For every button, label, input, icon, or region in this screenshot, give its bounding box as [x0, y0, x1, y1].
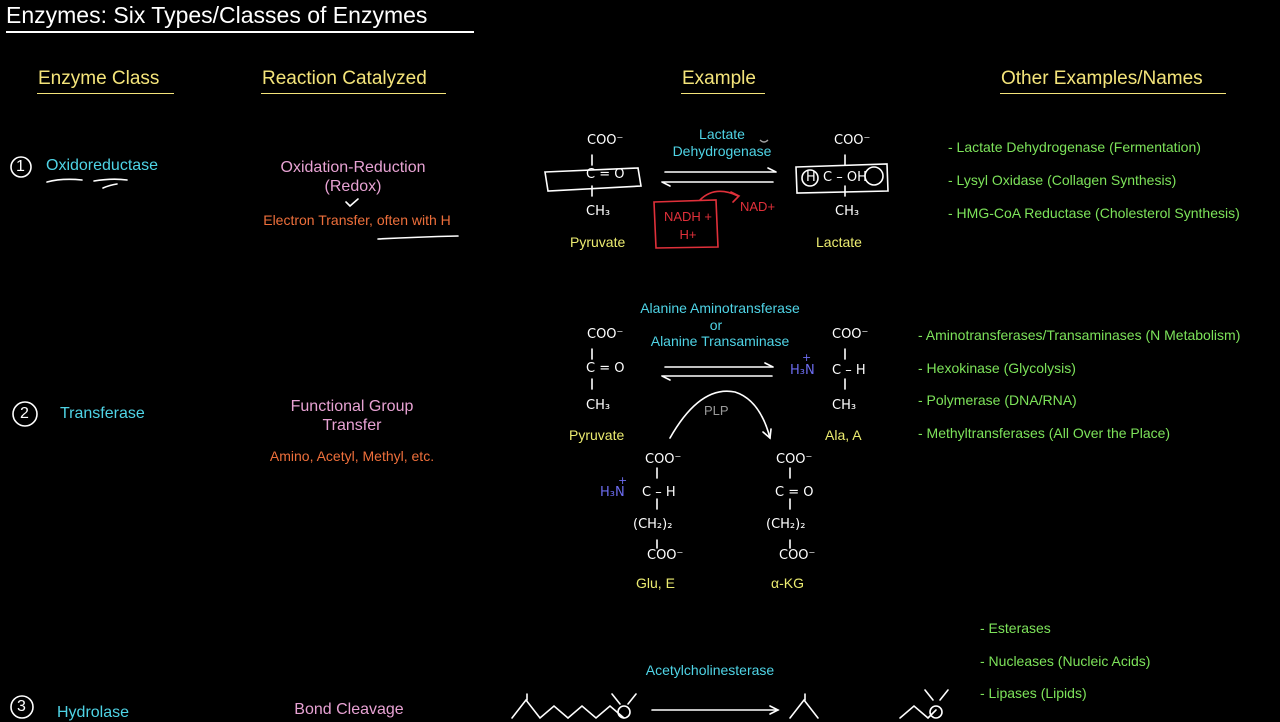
reaction-detail: Electron Transfer, often with H	[263, 212, 451, 228]
header-enzyme-class: Enzyme Class	[38, 68, 160, 89]
other-example: - Aminotransferases/Transaminases (N Met…	[918, 327, 1241, 343]
other-example: - Lysyl Oxidase (Collagen Synthesis)	[948, 172, 1177, 188]
enzyme-class-transferase: Transferase	[60, 405, 145, 422]
carbonyl-group: C = O	[586, 167, 625, 182]
other-example: - Lactate Dehydrogenase (Fermentation)	[948, 139, 1201, 155]
enzyme-name: Acetylcholinesterase	[645, 662, 775, 678]
molecule-label-pyruvate: Pyruvate	[570, 234, 626, 250]
carboxylate-group: COO⁻	[587, 327, 624, 342]
carboxylate-group: COO⁻	[587, 133, 624, 148]
cofactor-nad: NAD+	[740, 199, 776, 214]
other-example: - Polymerase (DNA/RNA)	[918, 392, 1077, 408]
carboxylate-group: COO⁻	[834, 133, 871, 148]
molecule-label-alanine: Ala, A	[825, 427, 862, 443]
enzyme-class-oxidoreductase: Oxidoreductase	[46, 157, 159, 174]
enzyme-name: or	[709, 317, 723, 333]
alpha-carbon-h: C – H	[642, 485, 676, 500]
reaction-line2: Transfer	[322, 417, 382, 434]
header-underline	[37, 93, 174, 94]
enzyme-name: Dehydrogenase	[672, 143, 772, 159]
other-example: - Methyltransferases (All Over the Place…	[918, 425, 1171, 441]
methyl-group: CH₃	[835, 204, 860, 219]
page-title: Enzymes: Six Types/Classes of Enzymes	[6, 2, 428, 28]
methyl-group: CH₃	[832, 398, 857, 413]
reaction-line1: Bond Cleavage	[294, 701, 404, 718]
carboxylate-group: COO⁻	[647, 548, 684, 563]
cofactor-nadh: NADH + H+	[663, 209, 713, 242]
other-example: - Esterases	[980, 620, 1051, 636]
carboxylate-group: COO⁻	[645, 452, 682, 467]
other-example: - HMG-CoA Reductase (Cholesterol Synthes…	[948, 205, 1240, 221]
row-number-2: 2	[20, 405, 29, 422]
amino-group: H₃N	[790, 363, 815, 378]
header-other: Other Examples/Names	[1001, 68, 1203, 89]
methylene-chain: (CH₂)₂	[633, 517, 673, 532]
carboxylate-group: COO⁻	[832, 327, 869, 342]
enzyme-name: Lactate	[699, 126, 745, 142]
carboxylate-group: COO⁻	[776, 452, 813, 467]
molecule-label-glutamate: Glu, E	[636, 575, 675, 591]
hydrogen-atom: H	[806, 170, 816, 185]
carbonyl-group: C = O	[775, 485, 814, 500]
other-example: - Lipases (Lipids)	[980, 685, 1087, 701]
reaction-line1: Oxidation-Reduction	[280, 159, 426, 176]
other-example: - Nucleases (Nucleic Acids)	[980, 653, 1151, 669]
carbonyl-group: C = O	[586, 361, 625, 376]
molecule-label-alpha-kg: α-KG	[771, 575, 804, 591]
reaction-line2: (Redox)	[324, 178, 382, 195]
enzyme-class-hydrolase: Hydrolase	[57, 704, 130, 721]
amino-group: H₃N	[600, 485, 625, 500]
row-number-3: 3	[17, 698, 26, 715]
enzyme-name: Alanine Aminotransferase	[640, 300, 800, 316]
methyl-group: CH₃	[586, 398, 611, 413]
molecule-label-lactate: Lactate	[816, 234, 862, 250]
molecule-label-pyruvate: Pyruvate	[569, 427, 625, 443]
header-reaction: Reaction Catalyzed	[262, 68, 427, 89]
hydroxyl-group: C – OH	[823, 170, 867, 185]
header-underline	[1000, 93, 1226, 94]
other-example: - Hexokinase (Glycolysis)	[918, 360, 1076, 376]
reaction-detail: Amino, Acetyl, Methyl, etc.	[269, 448, 435, 464]
positive-charge: +	[802, 351, 812, 364]
row-number-1: 1	[16, 158, 25, 175]
enzyme-name: Alanine Transaminase	[650, 333, 790, 349]
header-example: Example	[682, 68, 756, 89]
methylene-chain: (CH₂)₂	[766, 517, 806, 532]
reaction-line1: Functional Group	[290, 398, 414, 415]
alpha-carbon-h: C – H	[832, 363, 866, 378]
title-underline	[6, 31, 474, 33]
cofactor-plp: PLP	[704, 403, 729, 418]
header-underline	[681, 93, 765, 94]
positive-charge: +	[618, 474, 628, 487]
methyl-group: CH₃	[586, 204, 611, 219]
header-underline	[261, 93, 446, 94]
carboxylate-group: COO⁻	[779, 548, 816, 563]
